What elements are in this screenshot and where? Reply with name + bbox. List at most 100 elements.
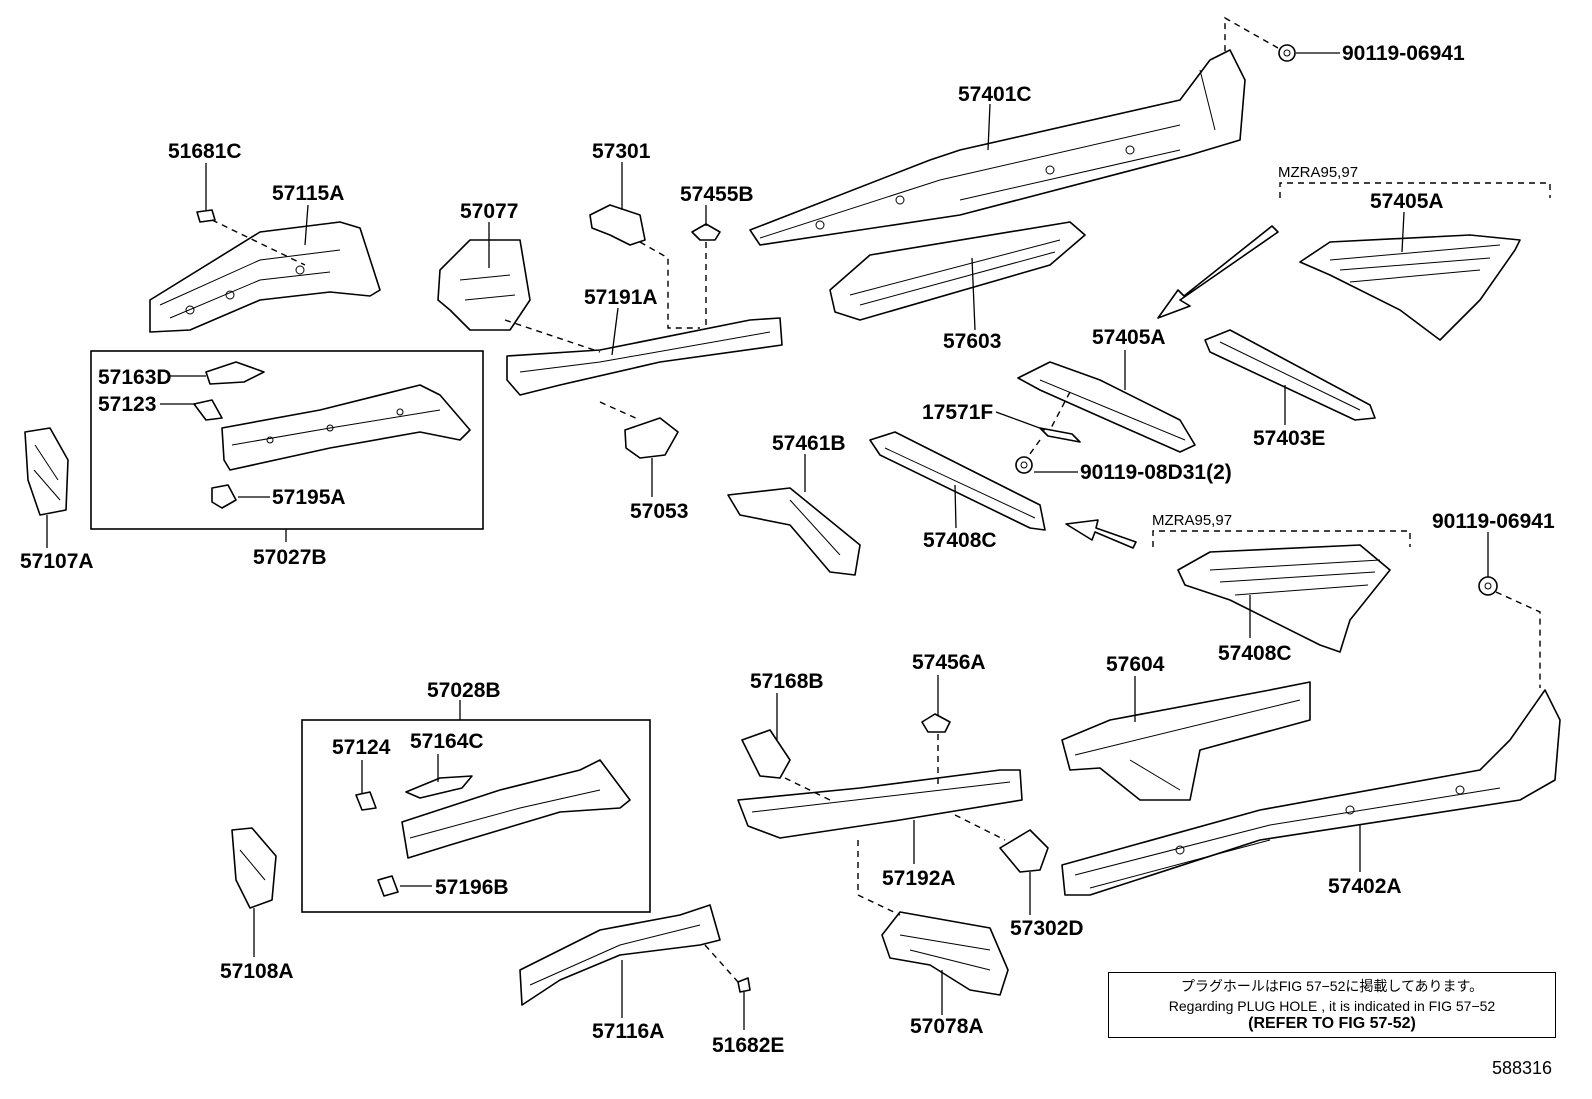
label-57027b: 57027B	[253, 546, 327, 569]
group-box-57028b	[301, 719, 651, 913]
note-line-english: Regarding PLUG HOLE , it is indicated in…	[1168, 998, 1496, 1014]
label-57191a: 57191A	[584, 286, 658, 309]
part-57461b[interactable]	[727, 487, 861, 576]
dash-17571f-bolt	[1026, 439, 1041, 459]
label-57028b: 57028B	[427, 679, 501, 702]
label-mzra-bottom: MZRA95,97	[1152, 512, 1232, 529]
part-57604[interactable]	[1061, 681, 1311, 801]
dash-57116a-51682e	[704, 944, 739, 983]
label-57402a: 57402A	[1328, 875, 1402, 898]
label-57077: 57077	[460, 200, 518, 223]
label-57123: 57123	[98, 393, 156, 416]
part-57405a-top[interactable]	[1299, 234, 1521, 341]
label-57163d: 57163D	[98, 366, 172, 389]
label-17571f: 17571F	[922, 401, 993, 424]
part-57027b-rail[interactable]	[221, 384, 471, 471]
label-57196b: 57196B	[435, 876, 509, 899]
label-57405a-mid: 57405A	[1092, 326, 1166, 349]
part-57455b[interactable]	[691, 223, 721, 241]
label-90119-06941-top: 90119-06941	[1342, 42, 1465, 65]
label-57455b: 57455B	[680, 183, 754, 206]
lead-57191a	[611, 307, 619, 356]
label-51682e: 51682E	[712, 1034, 784, 1057]
part-57164c[interactable]	[405, 775, 473, 799]
label-57195a: 57195A	[272, 486, 346, 509]
part-51682e[interactable]	[737, 977, 751, 993]
part-90119-08d31[interactable]	[1015, 456, 1033, 474]
label-57456a: 57456A	[912, 651, 986, 674]
dash-bolt-57402a	[1495, 591, 1541, 688]
part-51681c[interactable]	[196, 209, 216, 223]
label-57408c-mid: 57408C	[923, 529, 997, 552]
lead-57401c	[987, 103, 991, 151]
part-57405a-mid[interactable]	[1017, 361, 1196, 453]
lead-17571f	[995, 411, 1046, 431]
lead-57405a-top	[1401, 211, 1405, 253]
label-57603: 57603	[943, 330, 1001, 353]
part-90119-06941-right[interactable]	[1478, 576, 1498, 596]
arrow-upper	[1157, 225, 1279, 319]
part-57124[interactable]	[355, 791, 377, 811]
label-51681c: 51681C	[168, 140, 242, 163]
label-90119-06941-right: 90119-06941	[1432, 510, 1555, 533]
label-57302d: 57302D	[1010, 917, 1084, 940]
part-57107a[interactable]	[24, 427, 69, 516]
part-57403e[interactable]	[1204, 329, 1376, 421]
dash-57301-57191a	[639, 241, 700, 329]
label-57107a: 57107A	[20, 550, 94, 573]
label-57301: 57301	[592, 140, 651, 163]
part-57196b[interactable]	[377, 875, 399, 897]
label-57053: 57053	[630, 500, 688, 523]
part-57408c-mid[interactable]	[869, 431, 1046, 531]
label-57604: 57604	[1106, 653, 1165, 676]
lead-57115a	[304, 204, 309, 246]
part-57028b-rail[interactable]	[401, 759, 631, 859]
label-57408c-right: 57408C	[1218, 642, 1292, 665]
figure-number: 588316	[1492, 1058, 1553, 1078]
part-57401c[interactable]	[749, 49, 1246, 246]
part-57456a[interactable]	[921, 713, 951, 733]
part-57301[interactable]	[589, 204, 646, 246]
label-57403e: 57403E	[1253, 427, 1325, 450]
lead-57408c-mid	[954, 484, 957, 529]
part-17571f[interactable]	[1039, 427, 1081, 443]
part-57123[interactable]	[193, 399, 223, 421]
label-57192a: 57192A	[882, 867, 956, 890]
label-mzra-top: MZRA95,97	[1278, 164, 1358, 181]
part-57078a[interactable]	[881, 911, 1009, 996]
part-57108a[interactable]	[231, 827, 277, 909]
mzra-bracket-bottom	[1152, 530, 1411, 547]
part-57115a[interactable]	[149, 221, 381, 333]
part-57168b[interactable]	[741, 729, 791, 779]
part-57116a[interactable]	[519, 904, 721, 1006]
dash-90119-57401c	[1224, 16, 1279, 52]
part-90119-06941-top[interactable]	[1278, 44, 1296, 62]
plug-hole-note: プラグホールはFIG 57−52に掲載してあります。 Regarding PLU…	[1108, 972, 1556, 1038]
group-box-57027b	[90, 350, 484, 530]
label-57461b: 57461B	[772, 432, 846, 455]
label-57405a-top: 57405A	[1370, 190, 1444, 213]
lead-57603	[971, 257, 976, 331]
part-57163d[interactable]	[205, 361, 265, 385]
note-line-refer: (REFER TO FIG 57-52)	[1248, 1015, 1416, 1032]
part-57408c-right[interactable]	[1177, 544, 1391, 653]
part-57053[interactable]	[624, 417, 679, 459]
label-57108a: 57108A	[220, 960, 294, 983]
label-57164c: 57164C	[410, 730, 484, 753]
dash-57405a-17571f	[1049, 391, 1071, 431]
part-57302d[interactable]	[999, 829, 1049, 873]
part-57603[interactable]	[829, 221, 1086, 321]
dash-57192a-57302d	[954, 814, 1006, 841]
part-57077[interactable]	[437, 239, 531, 331]
dash-57168b-57192a	[784, 777, 831, 801]
part-57402a[interactable]	[1061, 689, 1561, 896]
part-57195a[interactable]	[211, 484, 237, 509]
dash-57192a-57078a	[857, 840, 901, 916]
dash-57077-57191a	[504, 319, 601, 353]
arrow-lower	[1065, 519, 1137, 549]
label-57115a: 57115A	[272, 182, 344, 205]
label-57078a: 57078A	[910, 1015, 984, 1038]
part-57192a[interactable]	[737, 769, 1023, 839]
part-57191a[interactable]	[506, 317, 783, 396]
